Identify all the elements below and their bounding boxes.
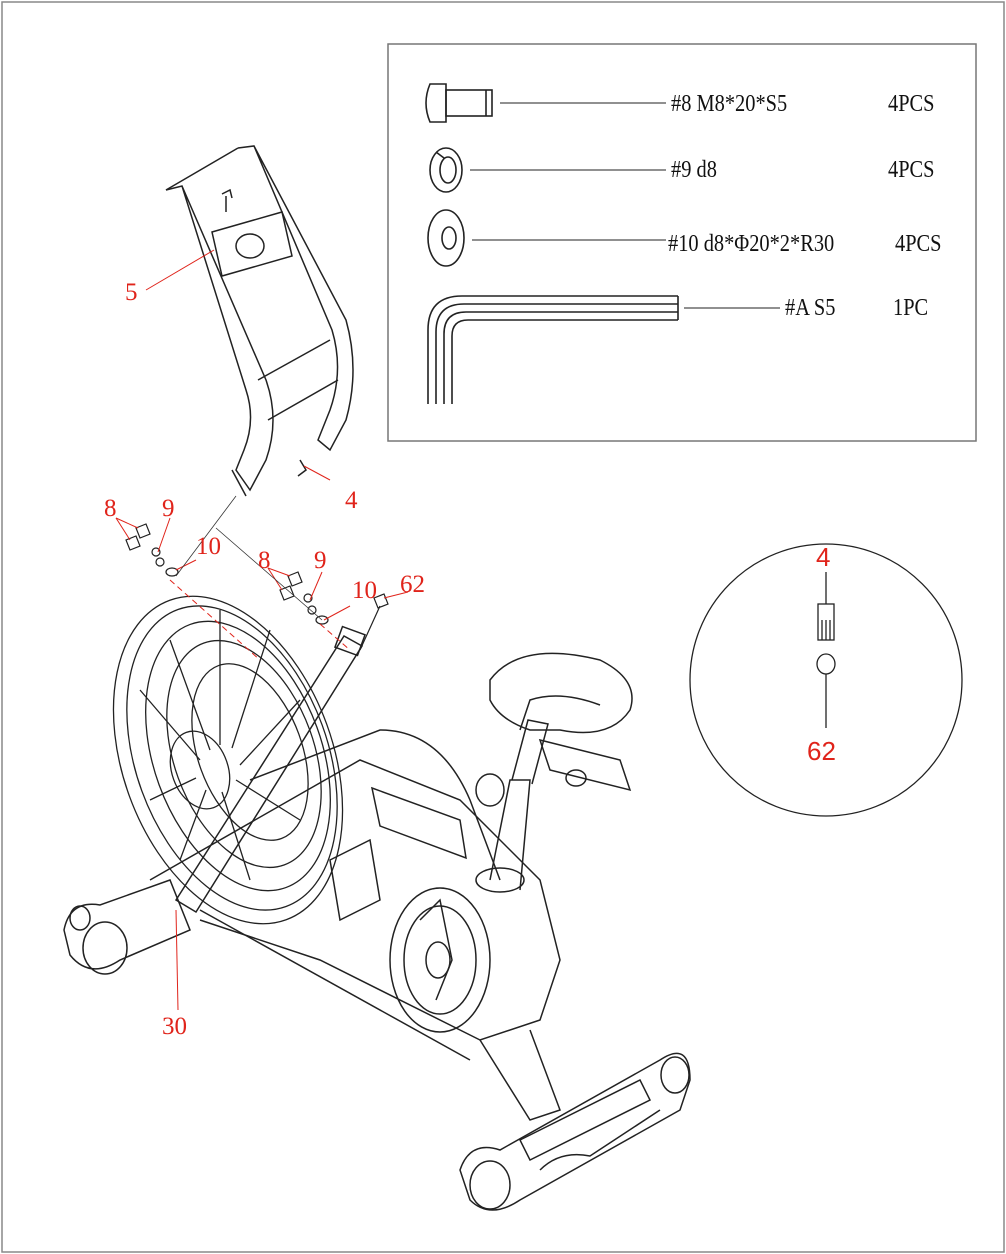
detail-label-4: 4 (816, 542, 831, 572)
fan-wheel-drawing (112, 595, 344, 925)
leader-lines (115, 249, 409, 1011)
hw-9-qty: 4PCS (888, 157, 935, 183)
callout-5: 5 (125, 279, 138, 306)
hw-a-label: #A S5 (785, 295, 836, 321)
hw-10-qty: 4PCS (895, 231, 942, 257)
hw-a-qty: 1PC (893, 295, 929, 321)
callout-10-right: 10 (352, 577, 377, 604)
handlebar-drawing (165, 145, 354, 497)
hw-9-label: #9 d8 (671, 157, 717, 183)
callout-30: 30 (162, 1013, 187, 1040)
detail-circle (689, 543, 963, 817)
callout-62: 62 (400, 571, 425, 598)
flat-washer-icon (427, 209, 666, 267)
hw-10-label: #10 d8*Φ20*2*R30 (668, 231, 835, 257)
detail-label-62: 62 (807, 736, 836, 766)
hardware-box (387, 43, 977, 442)
callout-9-left: 9 (162, 495, 175, 522)
allen-key-icon (427, 295, 780, 404)
callout-4: 4 (345, 487, 358, 514)
seat-drawing (475, 652, 633, 893)
hw-8-qty: 4PCS (888, 91, 935, 117)
hw-8-label: #8 M8*20*S5 (671, 91, 788, 117)
callout-8-left: 8 (104, 495, 117, 522)
alignment-lines (175, 495, 323, 621)
exploded-hardware (125, 523, 389, 651)
spring-washer-icon (429, 147, 666, 193)
callout-10-left: 10 (196, 533, 221, 560)
callout-9-right: 9 (314, 547, 327, 574)
frame-drawing (63, 625, 691, 1211)
callout-8-right: 8 (258, 547, 271, 574)
bolt-icon (425, 83, 666, 123)
